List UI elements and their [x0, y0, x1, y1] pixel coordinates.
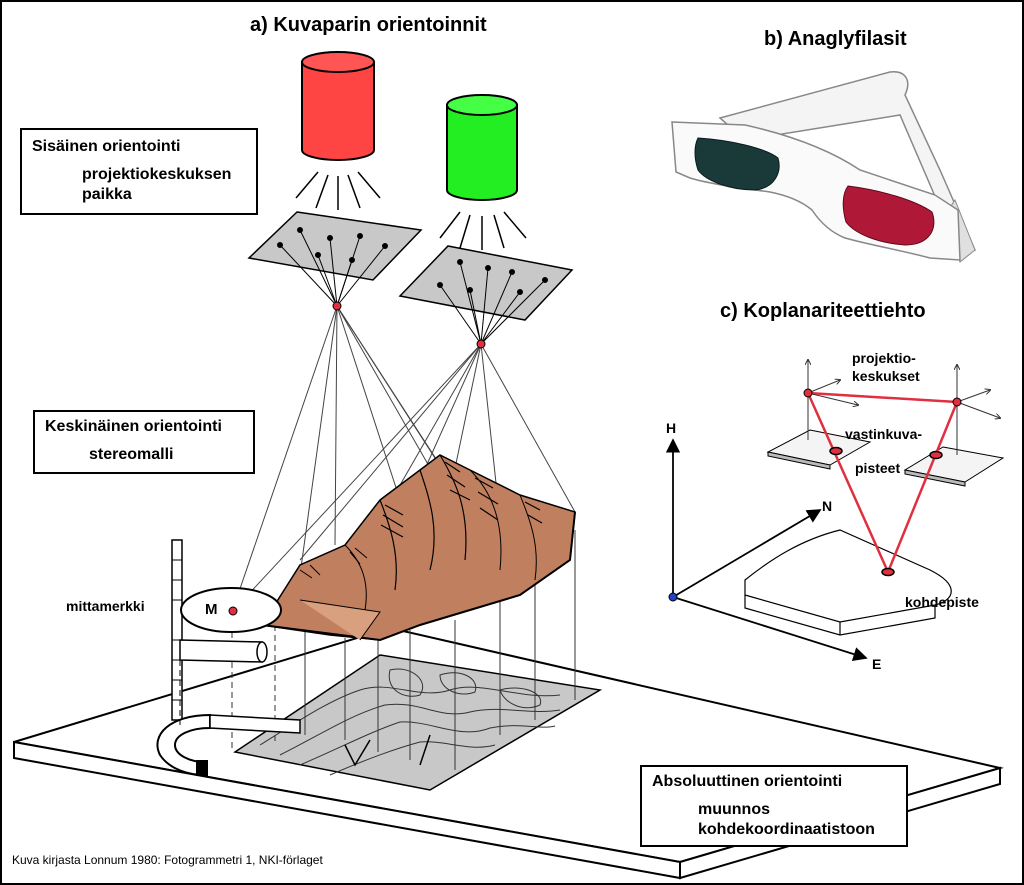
axis-e-label: E [872, 656, 882, 672]
relative-orientation-line1: stereomalli [89, 446, 174, 463]
title-a: a) Kuvaparin orientoinnit [250, 14, 487, 36]
camera-axes [808, 360, 1000, 455]
measuring-mark [156, 539, 301, 777]
inner-orientation-line2: paikka [82, 186, 132, 203]
projection-centers-label-2: keskukset [852, 368, 920, 384]
conjugate-points-label-2: pisteet [855, 460, 901, 476]
object-surface [744, 529, 952, 636]
coplanarity-triangle [806, 391, 959, 573]
absolute-orientation-line1: muunnos [698, 801, 770, 818]
axis-n-label: N [822, 498, 833, 514]
coplanarity-points [803, 388, 962, 577]
absolute-orientation-heading: Absoluuttinen orientointi [652, 773, 843, 790]
image-credit: Kuva kirjasta Lonnum 1980: Fotogrammetri… [12, 853, 323, 867]
red-projector [295, 51, 381, 210]
axis-h-label: H [666, 420, 677, 436]
object-point-label: kohdepiste [905, 594, 979, 610]
anaglyph-glasses [671, 71, 977, 263]
contour-map [233, 654, 603, 791]
left-image-plate [247, 211, 423, 311]
absolute-orientation-line2: kohdekoordinaatistoon [698, 821, 875, 838]
measuring-mark-label: mittamerkki [66, 598, 145, 614]
inner-orientation-heading: Sisäinen orientointi [32, 138, 181, 155]
relative-orientation-heading: Keskinäinen orientointi [45, 418, 222, 435]
relative-orientation-box: Keskinäinen orientointi stereomalli [33, 410, 255, 474]
terrain-model [260, 454, 576, 642]
title-c: c) Koplanariteettiehto [720, 300, 926, 322]
right-image-plate [398, 245, 574, 349]
inner-orientation-box: Sisäinen orientointi projektiokeskuksen … [20, 128, 258, 215]
projection-centers-label-1: projektio- [852, 350, 916, 366]
conjugate-points-label-1: vastinkuva- [845, 426, 923, 442]
green-projector [439, 94, 527, 250]
measuring-mark-letter: M [205, 601, 218, 618]
absolute-orientation-box: Absoluuttinen orientointi muunnos kohdek… [640, 765, 908, 847]
title-b: b) Anaglyfilasit [764, 28, 907, 50]
coordinate-axes [665, 438, 868, 662]
inner-orientation-line1: projektiokeskuksen [82, 166, 232, 183]
